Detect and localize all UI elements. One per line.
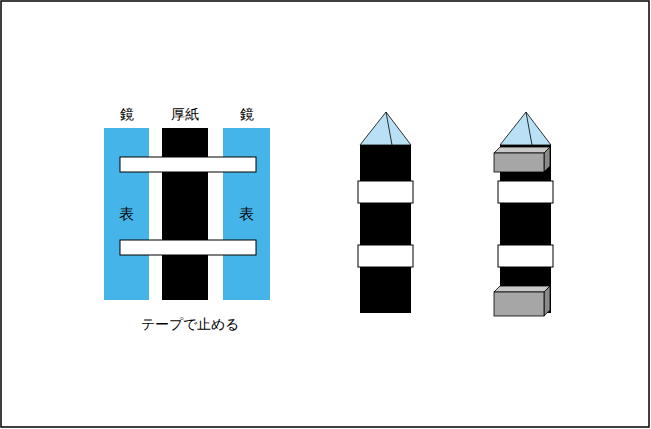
side-label: 表 bbox=[223, 205, 270, 224]
strip-node: 鏡表 bbox=[104, 128, 149, 300]
tape bbox=[120, 157, 256, 172]
side-label: 表 bbox=[104, 205, 149, 224]
caption-note: テープで止める bbox=[141, 316, 239, 334]
grey-block bbox=[494, 286, 550, 316]
strip-heading: 厚紙 bbox=[171, 106, 199, 124]
strip-node: 鏡表 bbox=[223, 128, 270, 300]
strip-heading: 鏡 bbox=[240, 106, 254, 124]
prism-top bbox=[360, 112, 411, 145]
tape bbox=[120, 240, 256, 255]
prism-edge bbox=[526, 112, 532, 145]
mirror-strip bbox=[104, 128, 149, 300]
strip-node: 厚紙 bbox=[162, 128, 208, 300]
prism-edge bbox=[386, 112, 392, 145]
prism-top bbox=[500, 112, 551, 145]
cardboard-strip bbox=[162, 128, 208, 300]
strip-heading: 鏡 bbox=[120, 106, 134, 124]
tape bbox=[498, 181, 553, 203]
tape bbox=[358, 245, 413, 267]
mirror-strip bbox=[223, 128, 270, 300]
prism-body bbox=[360, 145, 411, 313]
grey-block bbox=[494, 147, 550, 172]
tape bbox=[358, 181, 413, 203]
tape bbox=[498, 245, 553, 267]
